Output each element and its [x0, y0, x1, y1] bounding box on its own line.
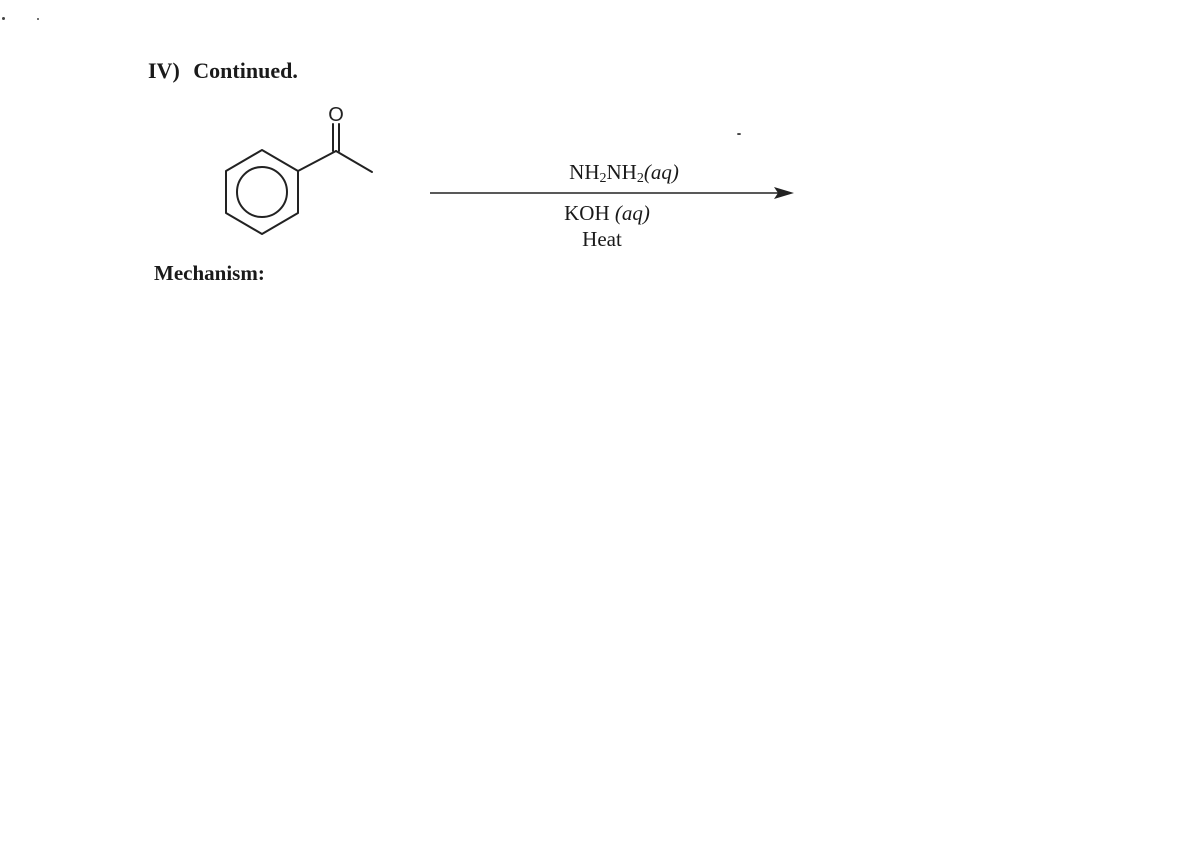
- ring-to-carbonyl-bond: [297, 150, 337, 172]
- section-heading: IV) Continued.: [148, 58, 298, 84]
- section-title: Continued.: [193, 58, 298, 83]
- scan-speck: [737, 133, 741, 135]
- arrow-head: [774, 187, 794, 199]
- methyl-bond: [335, 150, 373, 173]
- acetophenone-structure: O: [225, 104, 373, 235]
- reagent-heat: Heat: [582, 227, 622, 251]
- aromatic-circle: [236, 166, 288, 218]
- mechanism-label: Mechanism:: [154, 261, 265, 285]
- carbonyl-oxygen-label: O: [328, 104, 344, 126]
- section-number: IV): [148, 58, 180, 83]
- reaction-arrow: [430, 187, 794, 199]
- scan-speck: [37, 18, 39, 20]
- reagent-koh: KOH (aq): [564, 201, 650, 225]
- scan-speck: [2, 17, 5, 20]
- reagent-hydrazine: NH2NH2(aq): [569, 160, 679, 186]
